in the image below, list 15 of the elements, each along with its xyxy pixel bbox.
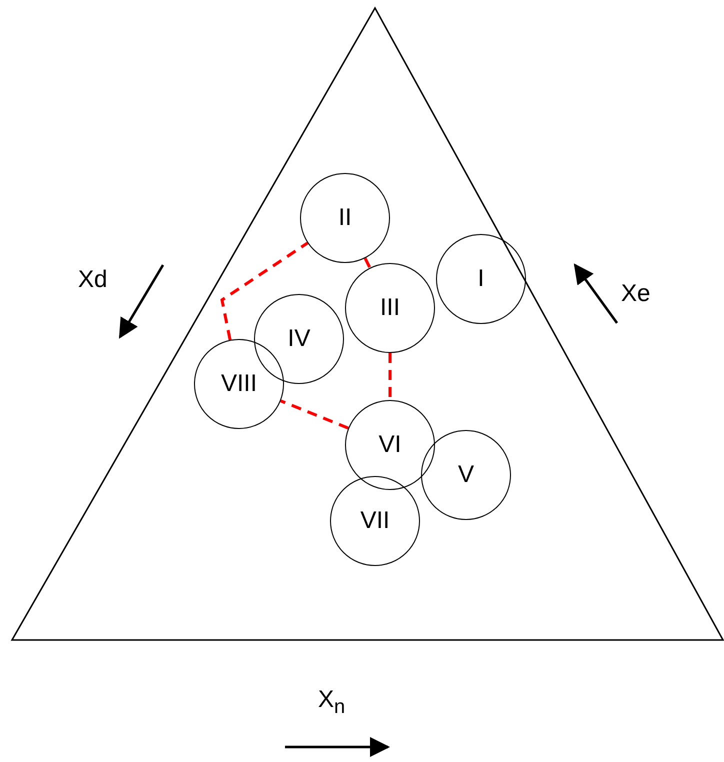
circle-node: IV <box>254 294 344 384</box>
dashed-connector <box>280 399 349 430</box>
circle-node: VI <box>345 400 435 490</box>
circle-node: VII <box>330 476 420 566</box>
dashed-connector <box>388 353 392 400</box>
circle-node: VIII <box>194 339 284 429</box>
dashed-connector <box>364 258 372 268</box>
axis-label: Xd <box>78 268 108 292</box>
axis-label: Xe <box>621 282 650 306</box>
circle-node: V <box>421 430 511 520</box>
dashed-connector <box>220 242 308 340</box>
axis-label: X$_{n}$ <box>318 688 346 717</box>
circle-node: II <box>300 173 390 263</box>
circle-node: III <box>345 263 435 353</box>
circle-node: I <box>436 234 526 324</box>
